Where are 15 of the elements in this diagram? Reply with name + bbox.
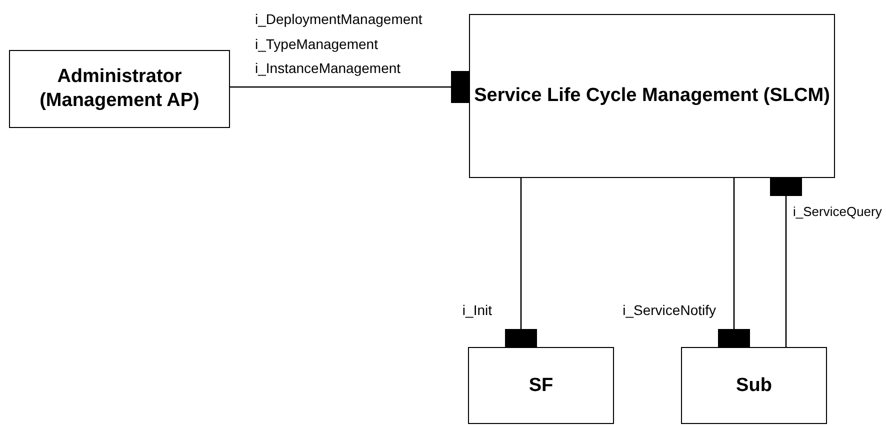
- component-box: [681, 347, 827, 424]
- interface-label: i_ServiceQuery: [793, 204, 882, 220]
- connector-line: [718, 178, 750, 347]
- interface-label: i_ServiceNotify: [622, 302, 716, 319]
- connector-line: [505, 178, 537, 347]
- component-box: [9, 50, 230, 128]
- connector-line: [230, 71, 469, 103]
- interface-label: i_Init: [462, 302, 492, 319]
- component-name: SF: [528, 374, 554, 398]
- component-name: Sub: [736, 374, 772, 398]
- connector-line: [770, 178, 802, 347]
- component-name: Administrator (Management AP): [38, 65, 200, 113]
- component-box: [469, 14, 835, 178]
- component-name: Service Life Cycle Management (SLCM): [474, 84, 830, 108]
- component-box: [468, 347, 614, 424]
